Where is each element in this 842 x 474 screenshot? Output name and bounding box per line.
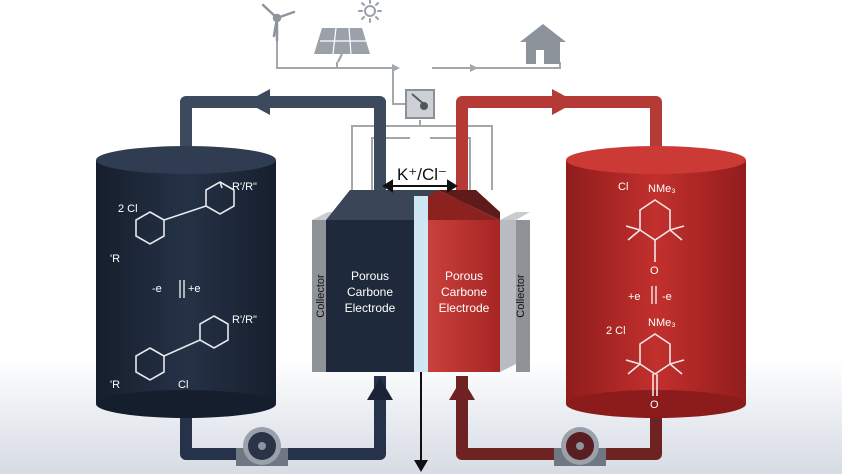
anolyte-substituent-left-bottom: 'R <box>110 379 120 391</box>
pump-icon <box>236 427 288 466</box>
anolyte-tank <box>96 146 276 418</box>
viologen-reduced-structure <box>135 315 229 381</box>
flow-arrow-right <box>552 89 576 115</box>
anolyte-counterion-top: 2 Cl <box>118 203 138 215</box>
catholyte-counterion-bottom: 2 Cl <box>606 325 626 337</box>
collector-right-label: Collector <box>515 274 527 318</box>
solar-panel-icon <box>314 27 370 63</box>
flow-arrow-up-right <box>449 378 475 400</box>
sun-icon <box>358 0 382 23</box>
anolyte-redox-plus: +e <box>188 283 201 295</box>
catholyte-nme3-top: NMe₃ <box>648 183 676 195</box>
collector-right <box>500 212 530 372</box>
collector-left-label: Collector <box>315 274 327 318</box>
catholyte-nme3-bottom: NMe₃ <box>648 317 676 329</box>
equilibrium-arrows <box>651 286 657 304</box>
left-electrode-line1: Porous <box>351 269 389 283</box>
right-electrode-line2: Carbone <box>441 285 487 299</box>
catholyte-redox-plus: +e <box>628 291 641 303</box>
catholyte-redox-minus: -e <box>662 291 672 303</box>
membrane <box>414 196 428 372</box>
wind-turbine-icon <box>261 3 296 42</box>
oxoammonium-structure <box>625 333 685 396</box>
catholyte-counterion-top: Cl <box>618 181 628 193</box>
ion-exchange-arrow <box>382 179 458 193</box>
flow-arrow-up-left <box>367 378 393 400</box>
current-arrow <box>414 372 428 472</box>
left-electrode-line3: Electrode <box>345 301 396 315</box>
viologen-oxidized-structure <box>135 181 235 245</box>
left-electrode-line2: Carbone <box>347 285 393 299</box>
flow-arrow-left <box>246 89 270 115</box>
tempo-radical-structure <box>625 199 685 262</box>
anolyte-counterion-bottom: Cl <box>178 379 188 391</box>
pump-icon <box>554 427 606 466</box>
catholyte-radical-o: O <box>650 265 659 277</box>
right-electrode-line3: Electrode <box>439 301 490 315</box>
membrane-label: K⁺/Cl⁻ <box>397 165 447 184</box>
anolyte-substituent-bottom: R'/R" <box>232 314 257 326</box>
right-electrode <box>428 190 500 372</box>
house-icon <box>520 24 566 64</box>
anolyte-redox-minus: -e <box>152 283 162 295</box>
anolyte-substituent-left-top: 'R <box>110 253 120 265</box>
catholyte-tank <box>566 146 746 418</box>
equilibrium-arrows <box>179 280 185 298</box>
switch-icon <box>405 89 435 119</box>
anolyte-substituent-top: R'/R" <box>232 181 257 193</box>
catholyte-oxo: O <box>650 399 659 411</box>
right-electrode-line1: Porous <box>445 269 483 283</box>
left-electrode <box>326 190 438 372</box>
anolyte-outlet-pipe <box>180 96 386 212</box>
